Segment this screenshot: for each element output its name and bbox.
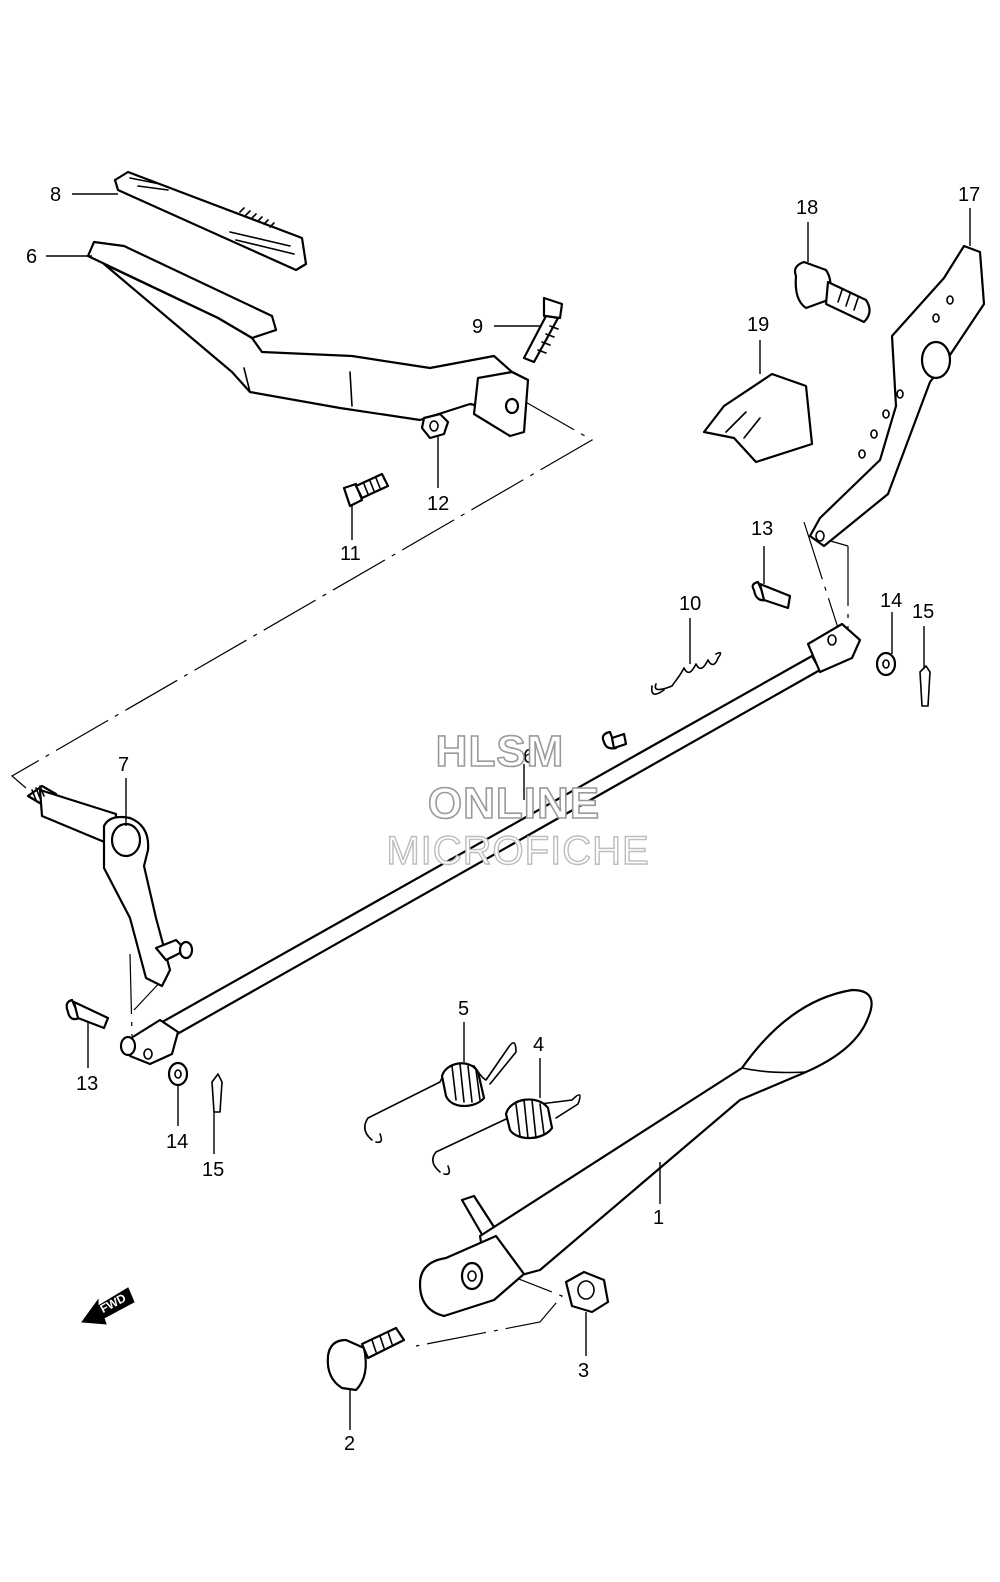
callout-3: 3 [578, 1360, 589, 1382]
watermark-line-1: HLSM [436, 727, 565, 776]
part-19-cover[interactable] [702, 372, 814, 464]
callout-9: 9 [472, 316, 483, 338]
callout-13-right: 13 [751, 518, 773, 540]
part-14-washer-right[interactable] [875, 651, 897, 677]
part-16-brake-rod[interactable] [119, 622, 862, 1066]
callout-2: 2 [344, 1433, 355, 1455]
fwd-arrow-icon: FWD [81, 1287, 135, 1325]
watermark: HLSM ONLINE MICROFICHE [386, 726, 650, 874]
callout-18: 18 [796, 197, 818, 219]
part-5-spring[interactable] [364, 1042, 517, 1144]
part-13-clevis-pin-right[interactable] [751, 580, 792, 610]
part-18-pivot-bolt[interactable] [793, 260, 871, 324]
part-1-side-stand[interactable] [418, 988, 873, 1318]
callout-13-left: 13 [76, 1073, 98, 1095]
part-8-pedal-rubber[interactable] [113, 170, 308, 272]
callout-15-left: 15 [202, 1159, 224, 1181]
callout-8: 8 [50, 184, 61, 206]
callout-16: 16 [512, 746, 534, 768]
part-17-lever-arm[interactable] [808, 244, 986, 548]
part-15-cotter-pin-right[interactable] [919, 665, 931, 707]
callout-14-right: 14 [880, 590, 902, 612]
part-10-spring[interactable] [650, 651, 722, 695]
part-3-nut[interactable] [564, 1270, 610, 1314]
watermark-line-2: ONLINE [428, 779, 600, 828]
callout-15-right: 15 [912, 601, 934, 623]
part-15-cotter-pin-left[interactable] [211, 1073, 223, 1113]
part-9-bolt[interactable] [522, 296, 564, 364]
callout-11: 11 [340, 543, 361, 565]
callout-7: 7 [118, 754, 129, 776]
callout-10: 10 [679, 593, 701, 615]
part-6-brake-pedal[interactable] [86, 240, 530, 438]
callout-17: 17 [958, 184, 980, 206]
callout-4: 4 [533, 1034, 544, 1056]
callout-14-left: 14 [166, 1131, 188, 1153]
watermark-line-3: MICROFICHE [386, 829, 649, 873]
callout-5: 5 [458, 998, 469, 1020]
callout-labels: 1 2 3 4 5 6 7 8 9 10 11 12 13 13 14 14 1… [26, 184, 980, 1455]
callout-1: 1 [653, 1207, 664, 1229]
callout-6: 6 [26, 246, 37, 268]
part-12-nut[interactable] [420, 412, 450, 440]
callout-12: 12 [427, 493, 449, 515]
part-2-pivot-bolt[interactable] [326, 1326, 406, 1392]
part-13-clevis-pin-left[interactable] [65, 998, 110, 1030]
callout-19: 19 [747, 314, 769, 336]
part-11-bolt[interactable] [342, 472, 390, 508]
part-14-washer-left[interactable] [167, 1061, 189, 1087]
part-7-brake-arm[interactable] [26, 784, 194, 988]
part-4-spring[interactable] [432, 1094, 581, 1176]
callout-leader-lines [46, 193, 971, 1430]
